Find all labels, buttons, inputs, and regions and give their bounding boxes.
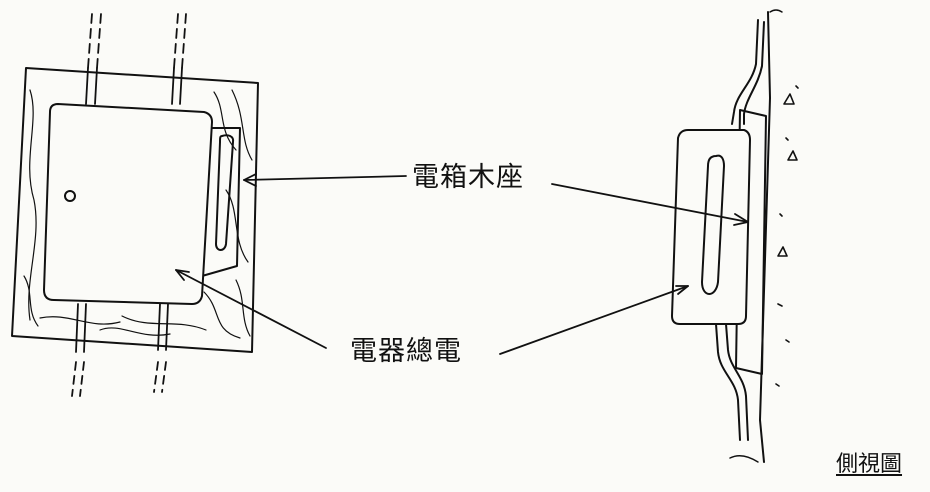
side-panel-box: [671, 129, 751, 325]
side-view: [671, 9, 799, 463]
conduit-pipes: [71, 13, 187, 397]
side-view-caption: 側視圖: [836, 452, 903, 477]
wall-conduit: [715, 19, 765, 441]
side-panel-slot: [701, 154, 725, 295]
panel-door: [43, 103, 213, 305]
wall-line: [759, 11, 771, 463]
box-base-label: 電箱木座: [412, 162, 524, 193]
door-knob-circle: [64, 190, 76, 202]
wooden-base-board: [11, 67, 259, 353]
electrical-panel-label: 電器總電: [350, 336, 462, 367]
front-view: [11, 13, 259, 397]
leader-arrows: [175, 173, 749, 355]
panel-slot: [215, 134, 235, 251]
concrete-marks: [775, 85, 799, 387]
